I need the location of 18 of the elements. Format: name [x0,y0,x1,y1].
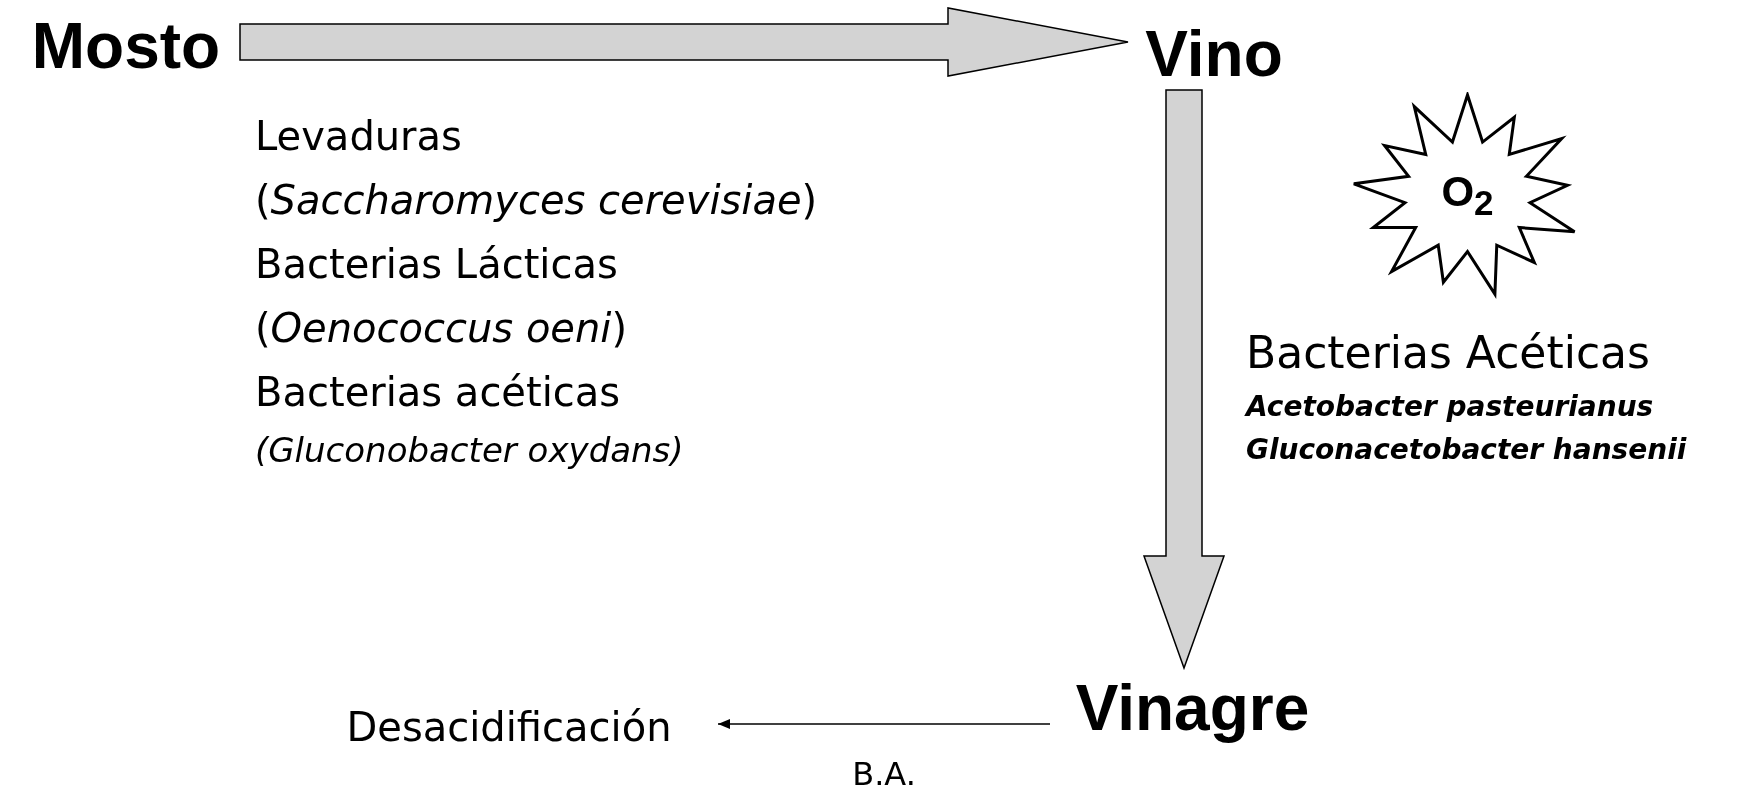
edge-label: B.A. [851,754,917,794]
organism-label: Bacterias Acéticas [1246,327,1650,380]
arrow [717,719,1051,729]
process-label: Desacidificación [346,704,672,750]
organism-label: Bacterias Lácticas [255,240,618,288]
species-name: (Oenococcus oeni) [255,304,628,352]
organism-label: Levaduras [255,112,462,160]
formula-label: O$_{2}$ [1441,168,1494,224]
species-name: (Gluconobacter oxydans) [255,430,684,471]
block-arrow [1142,89,1226,671]
species-name: Acetobacter pasteurianus [1246,390,1654,424]
species-name: (Saccharomyces cerevisiae) [255,176,818,224]
stage-label: Mosto [31,9,221,83]
stage-label: Vinagre [1075,671,1310,745]
organism-label: Bacterias acéticas [255,368,621,416]
block-arrow [239,7,1129,77]
stage-label: Vino [1145,17,1283,91]
species-name: Gluconacetobacter hansenii [1246,433,1687,467]
